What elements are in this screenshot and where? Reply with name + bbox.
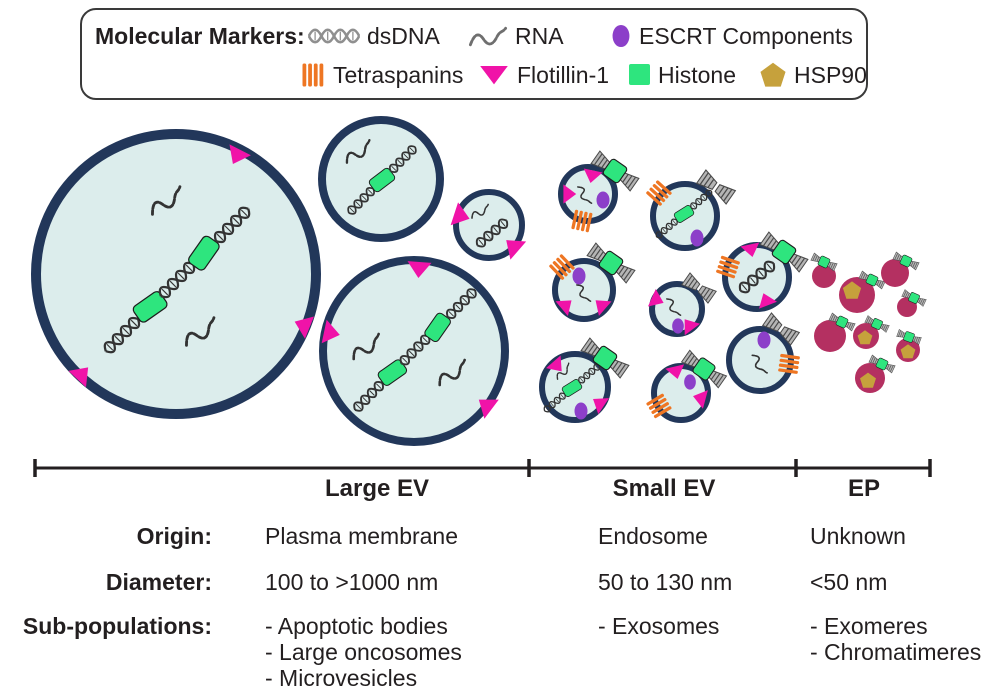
escrt-icon: [574, 402, 588, 420]
diameter-large-ev: 100 to >1000 nm: [265, 569, 439, 595]
subpopulations-large-ev: - Apoptotic bodies - Large oncosomes - M…: [265, 613, 462, 689]
legend-label: dsDNA: [367, 22, 440, 49]
ep-particle: [881, 251, 920, 287]
legend-label: Tetraspanins: [333, 61, 464, 88]
vesicle-membrane: [726, 326, 794, 394]
legend-item-rna: RNA: [468, 21, 564, 51]
escrt-icon: [572, 267, 586, 285]
escrt-icon: [612, 24, 630, 48]
row-label-diameter: Diameter:: [105, 569, 212, 595]
dsdna-icon: [308, 28, 360, 44]
legend-item-tetraspanins: Tetraspanins: [300, 60, 463, 90]
size-axis: [33, 459, 932, 477]
legend-item-hsp90: HSP90: [759, 60, 867, 90]
small-ev-exosome-6: [539, 337, 630, 423]
hsp90-icon: [760, 62, 786, 87]
escrt-icon: [672, 318, 684, 334]
molecular-markers-legend: Molecular Markers: dsDNA RNA ESCRT Compo…: [80, 8, 868, 100]
legend-label: RNA: [515, 22, 564, 49]
subpopulation-item: - Large oncosomes: [265, 639, 462, 665]
axis-label-large-ev: Large EV: [324, 475, 430, 502]
ep-particle: [855, 354, 896, 393]
row-label-origin: Origin:: [136, 523, 212, 549]
vesicle-membrane: [319, 256, 509, 446]
rna-icon: [468, 26, 508, 47]
axis-label-small-ev: Small EV: [612, 475, 716, 502]
origin-ep: Unknown: [810, 523, 906, 549]
ep-particle: [853, 315, 890, 349]
escrt-icon: [684, 374, 696, 390]
legend-label: Histone: [658, 61, 736, 88]
tetraspanin-icon: [302, 63, 324, 87]
escrt-icon: [757, 331, 771, 349]
subpopulations-small-ev: - Exosomes: [598, 613, 719, 639]
axis-label-ep: EP: [847, 475, 881, 502]
row-label-subpopulations: Sub-populations:: [22, 613, 212, 639]
subpopulation-item: - Exomeres: [810, 613, 928, 639]
legend-item-histone: Histone: [629, 60, 736, 90]
large-ev-apoptotic-body-1: [31, 129, 321, 419]
large-ev-microvesicle-top: [318, 116, 444, 242]
legend-label: HSP90: [794, 61, 867, 88]
legend-item-escrt: ESCRT Components: [610, 21, 853, 51]
diameter-small-ev: 50 to 130 nm: [598, 569, 733, 595]
small-ev-exosome-5: [715, 231, 809, 312]
subpopulation-item: - Chromatimeres: [810, 639, 982, 665]
legend-item-flotillin: Flotillin-1: [478, 60, 609, 90]
large-ev-microvesicle-small: [450, 189, 527, 261]
origin-large-ev: Plasma membrane: [265, 523, 459, 549]
small-ev-exosome-8: [726, 313, 801, 394]
small-ev-exosome-2: [645, 170, 736, 251]
diameter-ep: <50 nm: [810, 569, 888, 595]
flotillin-icon: [480, 65, 508, 85]
legend-label: Flotillin-1: [517, 61, 610, 88]
vesicle-membrane: [453, 189, 525, 261]
ep-particle: [896, 329, 922, 362]
small-ev-exosome-7: [645, 349, 728, 423]
escrt-icon: [690, 229, 704, 247]
small-ev-exosome-3: [548, 242, 636, 322]
small-ev-exosome-1: [558, 150, 640, 233]
ep-particle: [897, 289, 927, 317]
legend-label: ESCRT Components: [639, 22, 853, 49]
ep-particle: [810, 252, 837, 288]
ep-particle: [839, 270, 886, 313]
ep-particles: [810, 251, 926, 393]
legend-title: Molecular Markers:: [95, 22, 305, 49]
subpopulations-ep: - Exomeres - Chromatimeres: [810, 613, 981, 665]
origin-small-ev: Endosome: [598, 523, 708, 549]
legend-item-dsdna: dsDNA: [308, 21, 440, 51]
small-ev-exosome-4: [647, 273, 716, 337]
ep-particle: [814, 312, 856, 352]
subpopulation-item: - Exosomes: [598, 613, 720, 639]
histone-icon: [629, 64, 650, 85]
escrt-icon: [596, 191, 610, 209]
subpopulation-item: - Microvesicles: [265, 665, 418, 689]
large-ev-apoptotic-body-2: [319, 256, 509, 446]
subpopulation-item: - Apoptotic bodies: [265, 613, 448, 639]
